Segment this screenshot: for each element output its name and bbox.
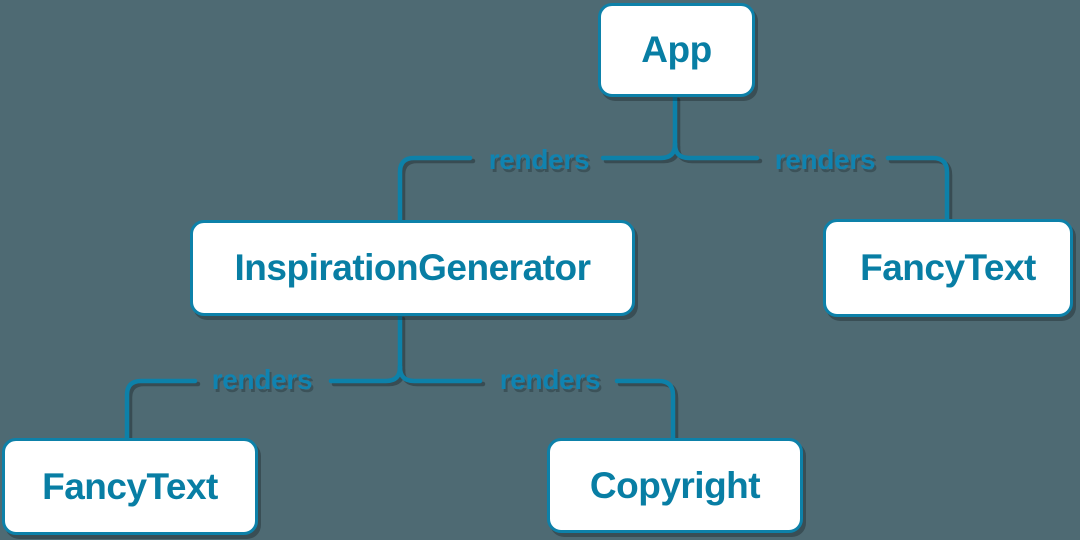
node-copyright: Copyright	[547, 438, 803, 533]
node-inspiration-generator: InspirationGenerator	[190, 220, 635, 316]
node-fancy-text-bottom-left: FancyText	[2, 438, 258, 535]
edge-inspiration-to-copyright	[614, 378, 676, 441]
node-copyright-label: Copyright	[589, 464, 761, 506]
edge-inspiration-right-branch	[397, 364, 483, 384]
edge-inspiration-left-branch	[328, 364, 403, 384]
edge-app-left-branch	[600, 141, 678, 161]
edge-app-right-branch	[672, 141, 760, 161]
node-inspiration-generator-label: InspirationGenerator	[234, 247, 591, 288]
edge-label-renders-app-left: renders	[488, 144, 590, 175]
node-app-label: App	[641, 29, 712, 70]
node-app: App	[598, 3, 755, 97]
edge-label-renders-inspiration-left: renders	[211, 364, 313, 395]
edge-label-renders-app-right: renders	[774, 144, 876, 175]
node-fancy-text-top-right-label: FancyText	[860, 247, 1036, 288]
edge-label-renders-inspiration-right: renders	[499, 364, 601, 395]
edge-app-to-inspiration-generator	[397, 155, 473, 223]
edge-app-to-fancy-text	[885, 155, 950, 222]
edge-inspiration-to-fancy-text	[124, 378, 198, 441]
node-fancy-text-bottom-left-label: FancyText	[42, 465, 218, 507]
node-fancy-text-top-right: FancyText	[823, 219, 1073, 317]
